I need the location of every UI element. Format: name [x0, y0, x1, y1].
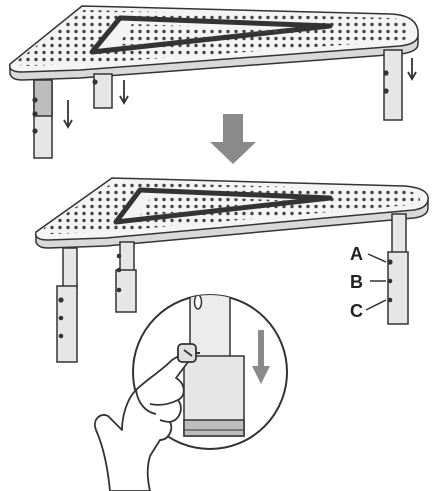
- screw-icon: [387, 259, 393, 265]
- leg-back-left: [92, 73, 113, 109]
- leg-back-left-extended: [115, 241, 137, 313]
- callout-label-a: A: [350, 244, 363, 264]
- screw-icon: [177, 343, 200, 363]
- leg-front-left: [32, 79, 53, 159]
- down-arrow-icon: [119, 80, 129, 105]
- callout-label-c: C: [350, 301, 363, 321]
- down-arrow-icon: [63, 100, 73, 129]
- callout-line-a: [367, 253, 387, 263]
- callout-label-b: B: [350, 272, 363, 292]
- step-down-arrow-icon: [210, 114, 256, 164]
- down-arrow-icon: [407, 58, 417, 81]
- screw-icon: [32, 97, 38, 103]
- screw-icon: [92, 79, 98, 85]
- screw-icon: [383, 70, 389, 76]
- leg-right-extended: [387, 213, 409, 325]
- leg-front-left-extended: [56, 247, 78, 363]
- callout-line-c: [365, 299, 387, 311]
- screw-icon: [116, 253, 122, 259]
- stand-top-step-2: A B C: [35, 177, 429, 363]
- leg-right: [383, 49, 403, 121]
- screw-icon: [58, 297, 64, 303]
- down-arrow-icon: [252, 330, 270, 384]
- stand-top-step-1: [9, 5, 419, 159]
